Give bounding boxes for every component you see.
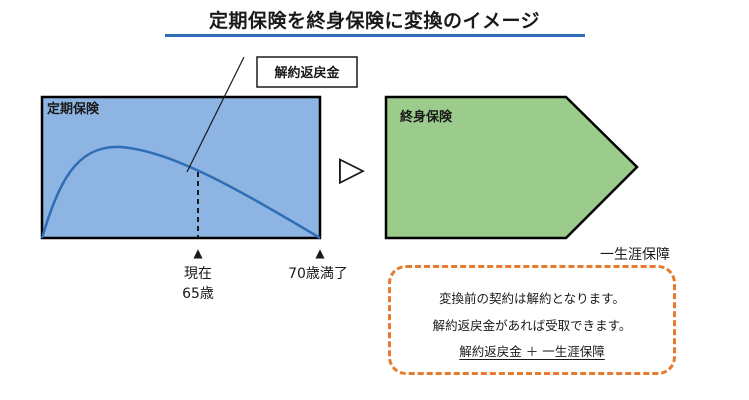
whole-life-label: 終身保険 [400,109,453,125]
note-summary-text: 解約返戻金 ＋ 一生涯保障 [459,344,605,359]
marker-end-icon: ▲ [315,246,325,260]
term-insurance-label: 定期保険 [46,101,100,117]
callout-leader-line [186,56,245,173]
term-insurance-box [40,95,322,240]
surrender-value-callout-label: 解約返戻金 [273,65,340,81]
note-line-summary: 解約返戻金 ＋ 一生涯保障 [391,341,673,360]
note-box: 変換前の契約は解約となります。 解約返戻金があれば受取できます。 解約返戻金 ＋… [388,265,676,375]
marker-current-icon: ▲ [193,246,203,260]
whole-life-insurance-shape [384,95,639,240]
note-line-contract-cancelled: 変換前の契約は解約となります。 [439,291,625,306]
lifetime-coverage-label: 一生涯保障 [600,247,670,263]
marker-end-label: 70歳満了 [288,266,348,282]
marker-current-label-line2: 65歳 [182,286,214,302]
marker-current-label-line1: 現在 [184,266,212,282]
note-line-surrender-receivable: 解約返戻金があれば受取できます。 [432,318,632,333]
transition-arrow-icon: ▷ [339,149,366,189]
page-title: 定期保険を終身保険に変換のイメージ [208,10,541,32]
surrender-value-curve [40,145,321,240]
surrender-value-callout-box [256,56,358,88]
title-underline [165,34,585,37]
